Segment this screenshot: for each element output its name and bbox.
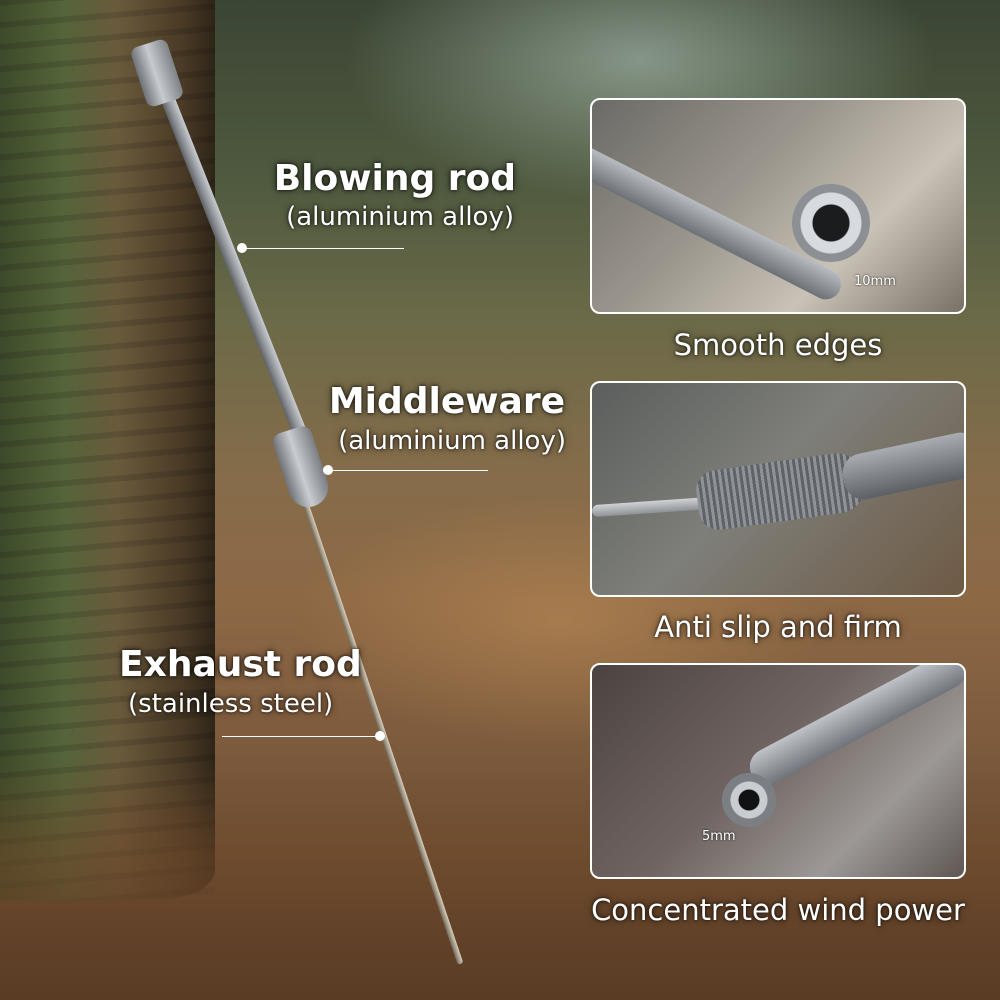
middleware-title: Middleware xyxy=(328,381,565,422)
tip-opening-shape xyxy=(792,184,870,262)
caption-concentrated-wind: Concentrated wind power xyxy=(591,893,965,927)
blowing-rod-pointer-line xyxy=(242,248,404,249)
joint-thick-rod-shape xyxy=(838,428,964,504)
detail-photo-nozzle: 5mm xyxy=(590,663,966,879)
caption-anti-slip: Anti slip and firm xyxy=(654,610,902,644)
joint-thin-rod-shape xyxy=(592,496,713,518)
nozzle-diameter-label: 5mm xyxy=(702,829,736,844)
exhaust-rod-title: Exhaust rod xyxy=(119,644,362,685)
detail-photo-tip: 10mm xyxy=(590,98,966,314)
nozzle-opening-shape xyxy=(722,773,776,827)
nozzle-rod-shape xyxy=(743,665,964,791)
exhaust-rod-pointer-dot xyxy=(375,731,385,741)
tip-diameter-label: 10mm xyxy=(854,274,896,289)
exhaust-rod-material: (stainless steel) xyxy=(128,689,334,719)
blowing-rod-material: (aluminium alloy) xyxy=(286,202,514,232)
middleware-pointer-line xyxy=(328,470,488,471)
tree-trunk xyxy=(0,0,215,900)
middleware-material: (aluminium alloy) xyxy=(338,426,566,456)
detail-photo-joint xyxy=(590,381,966,597)
exhaust-rod-pointer-line xyxy=(222,736,380,737)
caption-smooth-edges: Smooth edges xyxy=(673,328,883,362)
blowing-rod-title: Blowing rod xyxy=(273,158,516,199)
joint-knurled-grip-shape xyxy=(693,449,871,533)
